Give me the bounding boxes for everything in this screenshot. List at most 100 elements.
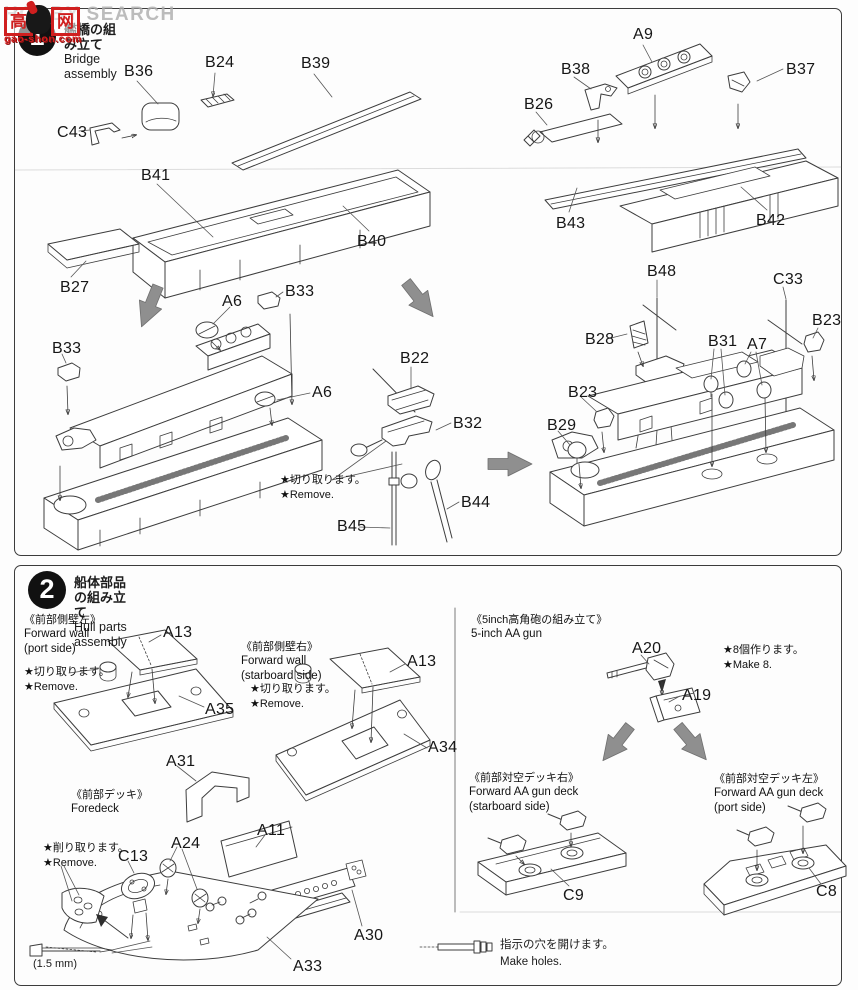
section-heading-ja: 《前部対空デッキ左》	[714, 773, 824, 785]
note-en: ★Remove.	[24, 681, 78, 694]
step2-aa-deck-starboard-drawing	[477, 810, 627, 896]
section-heading-en: Forward wall	[24, 628, 90, 641]
section-heading-ja: 《前部デッキ》	[71, 789, 148, 801]
step1-number-badge: 1	[18, 18, 56, 56]
part-label: B31	[708, 333, 738, 350]
step1-deck-parts-drawing	[47, 72, 431, 299]
part-label: B37	[786, 61, 816, 78]
part-label: B26	[524, 96, 554, 113]
section-heading: 《前部対空デッキ左》 Forward AA gun deck (port sid…	[714, 772, 824, 816]
part-label: B42	[756, 212, 786, 229]
part-label: A9	[633, 26, 654, 43]
part-label: B38	[561, 61, 591, 78]
step2-number-badge: 2	[28, 571, 66, 609]
part-label: C13	[118, 848, 149, 865]
section-heading-ja: 《前部側壁右》	[241, 641, 318, 653]
make-holes-ja: 指示の穴を開けます。	[500, 939, 614, 951]
drill-size-label: (1.5 mm)	[33, 958, 77, 970]
section-heading: 《5inch高角砲の組み立て》 5-inch AA gun	[471, 613, 607, 642]
section-heading-en2: (port side)	[714, 802, 766, 815]
part-label: B29	[547, 417, 577, 434]
step1-panel	[14, 8, 842, 556]
part-label: A11	[257, 822, 286, 839]
note-en: ★Remove.	[250, 698, 304, 711]
part-label: A6	[312, 384, 333, 401]
part-label: B23	[812, 312, 842, 329]
part-label: B27	[60, 279, 90, 296]
note-ja: ★8個作ります。	[723, 644, 804, 656]
part-label: B28	[585, 331, 615, 348]
part-label: B36	[124, 63, 154, 80]
section-heading-ja: 《5inch高角砲の組み立て》	[471, 614, 608, 626]
step1-title-ja: 艦橋の組み立て	[64, 22, 117, 52]
part-label: B45	[337, 518, 367, 535]
part-label: A35	[205, 701, 235, 718]
instruction-note: ★切り取ります。 ★Remove.	[280, 473, 366, 504]
part-label: C33	[773, 271, 804, 288]
part-label: B48	[647, 263, 677, 280]
part-label: A7	[747, 336, 768, 353]
part-label: B32	[453, 415, 483, 432]
part-label: A24	[171, 835, 201, 852]
part-label: A13	[407, 653, 437, 670]
section-heading-ja: 《前部側壁左》	[24, 614, 101, 626]
part-label: A34	[428, 739, 458, 756]
instruction-note: ★削り取ります。 ★Remove.	[43, 841, 129, 872]
section-heading: 《前部側壁左》 Forward wall (port side)	[24, 613, 101, 657]
note-en: ★Make 8.	[723, 659, 772, 672]
step1-bridge-front-parts-drawing	[523, 43, 839, 253]
note-ja: ★切り取ります。	[250, 683, 336, 695]
section-heading-en: Forward AA gun deck	[714, 787, 824, 800]
section-heading-en: Foredeck	[71, 803, 119, 816]
instruction-note: ★切り取ります。 ★Remove.	[24, 665, 110, 696]
section-heading-ja: 《前部対空デッキ右》	[469, 772, 579, 784]
step1-completed-bridge-drawing	[549, 279, 835, 527]
section-heading-en2: (starboard side)	[241, 670, 322, 683]
section-heading-en2: (port side)	[24, 643, 76, 656]
step1-title-en: Bridge assembly	[64, 52, 117, 81]
step2-aa-deck-port-drawing	[703, 802, 847, 916]
section-heading-en: Forward wall	[241, 655, 307, 668]
part-label: A20	[632, 640, 662, 657]
note-ja: ★切り取ります。	[24, 666, 110, 678]
part-label: A6	[222, 293, 243, 310]
part-label: C43	[57, 124, 88, 141]
section-heading: 《前部デッキ》 Foredeck	[71, 788, 148, 817]
scan-fold-line	[14, 166, 842, 171]
part-label: C9	[563, 887, 585, 904]
make-holes-drill-icon	[419, 940, 493, 954]
make-holes-en: Make holes.	[500, 955, 563, 968]
step2-panel	[14, 565, 842, 986]
make-holes-note: 指示の穴を開けます。 Make holes.	[500, 937, 614, 970]
note-ja: ★削り取ります。	[43, 842, 129, 854]
part-label: B23	[568, 384, 598, 401]
part-label: B44	[461, 494, 491, 511]
section-heading-en2: (starboard side)	[469, 801, 550, 814]
part-label: B33	[52, 340, 82, 357]
part-label: B40	[357, 233, 387, 250]
step2-aa-gun-drawing	[606, 652, 701, 723]
part-label: A30	[354, 927, 384, 944]
section-heading: 《前部側壁右》 Forward wall (starboard side)	[241, 640, 322, 684]
step2-title-en: Hull parts assembly	[74, 620, 127, 649]
step1-assembled-bridge-drawing	[43, 291, 323, 551]
step2-forward-wall-port-drawing	[53, 629, 234, 752]
part-label: A19	[682, 687, 712, 704]
part-label: C8	[816, 883, 838, 900]
part-label: B41	[141, 167, 171, 184]
part-label: B24	[205, 54, 235, 71]
instruction-note: ★8個作ります。 ★Make 8.	[723, 643, 804, 674]
step1-mast-parts-drawing	[331, 366, 460, 546]
step2-title-ja: 船体部品の組み立て	[74, 575, 127, 620]
part-label: A31	[166, 753, 196, 770]
part-label: B39	[301, 55, 331, 72]
section-heading-en: 5-inch AA gun	[471, 628, 542, 641]
note-ja: ★切り取ります。	[280, 474, 366, 486]
part-label: B43	[556, 215, 586, 232]
part-label: B22	[400, 350, 430, 367]
note-en: ★Remove.	[280, 489, 334, 502]
note-en: ★Remove.	[43, 857, 97, 870]
part-label: A33	[293, 958, 323, 975]
